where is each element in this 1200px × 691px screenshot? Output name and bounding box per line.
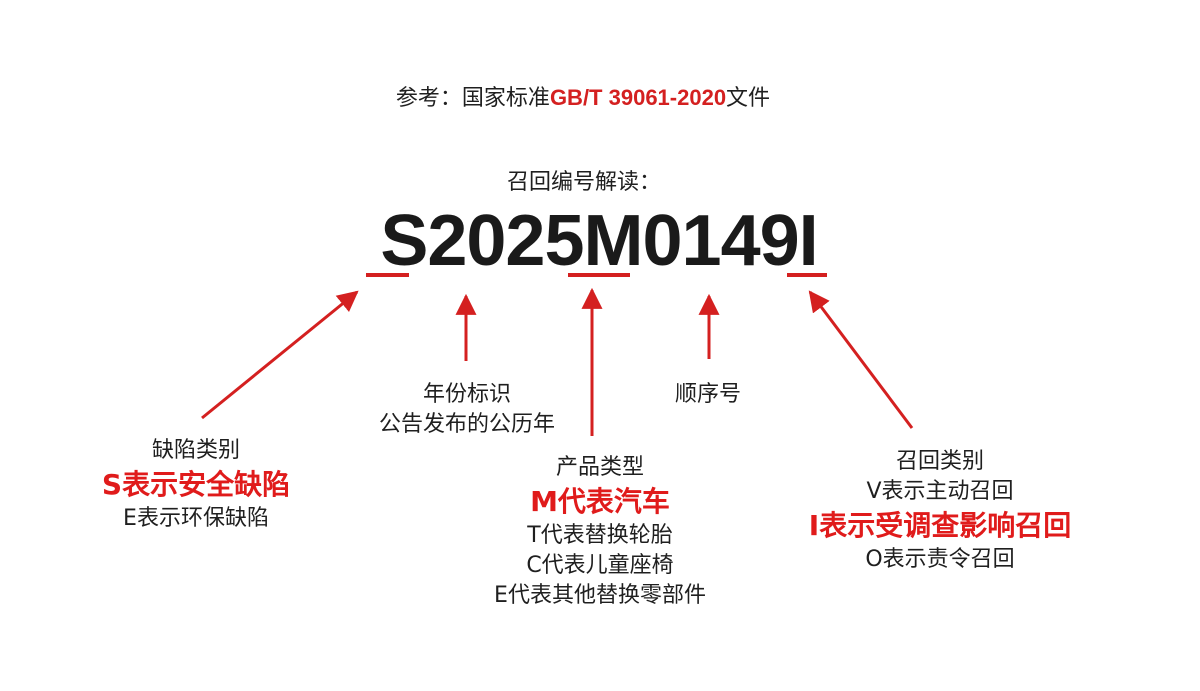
reference-prefix: 参考：国家标准: [395, 86, 550, 111]
product-line: T代表替换轮胎: [527, 523, 673, 548]
standard-number: GB/T 39061-2020: [549, 85, 727, 110]
underline-s: [366, 273, 409, 277]
defect-highlight: S表示安全缺陷: [101, 468, 291, 501]
reference-suffix: 文件: [726, 86, 771, 111]
product-line: E代表其他替换零部件: [494, 583, 706, 608]
recall-line: O表示责令召回: [865, 547, 1015, 572]
product-highlight: M代表汽车: [530, 485, 670, 518]
arrow-defect: [201, 290, 359, 420]
underline-m: [568, 273, 630, 277]
year-block: 年份标识 公告发布的公历年: [379, 380, 555, 440]
year-line: 公告发布的公历年: [378, 412, 556, 437]
defect-title: 缺陷类别: [151, 438, 241, 463]
arrow-recall: [808, 290, 914, 429]
sequence-block: 顺序号: [675, 380, 741, 410]
recall-highlight: I表示受调查影响召回: [808, 509, 1072, 542]
defect-block: 缺陷类别 S表示安全缺陷 E表示环保缺陷: [102, 436, 290, 534]
defect-line: E表示环保缺陷: [123, 506, 269, 531]
recall-title: 召回类别: [895, 449, 985, 474]
recall-line: V表示主动召回: [866, 479, 1014, 504]
underline-i: [787, 273, 827, 277]
product-line: C代表儿童座椅: [526, 553, 674, 578]
reference-line: 参考：国家标准GB/T 39061-2020文件: [396, 80, 770, 112]
recall-code: S2025M0149I: [380, 201, 818, 281]
product-block: 产品类型 M代表汽车 T代表替换轮胎 C代表儿童座椅 E代表其他替换零部件: [494, 453, 706, 611]
recall-block: 召回类别 V表示主动召回 I表示受调查影响召回 O表示责令召回: [809, 447, 1071, 575]
year-line: 年份标识: [422, 382, 512, 407]
diagram-subtitle: 召回编号解读：: [506, 170, 662, 195]
sequence-label: 顺序号: [674, 382, 742, 407]
product-title: 产品类型: [555, 455, 644, 480]
